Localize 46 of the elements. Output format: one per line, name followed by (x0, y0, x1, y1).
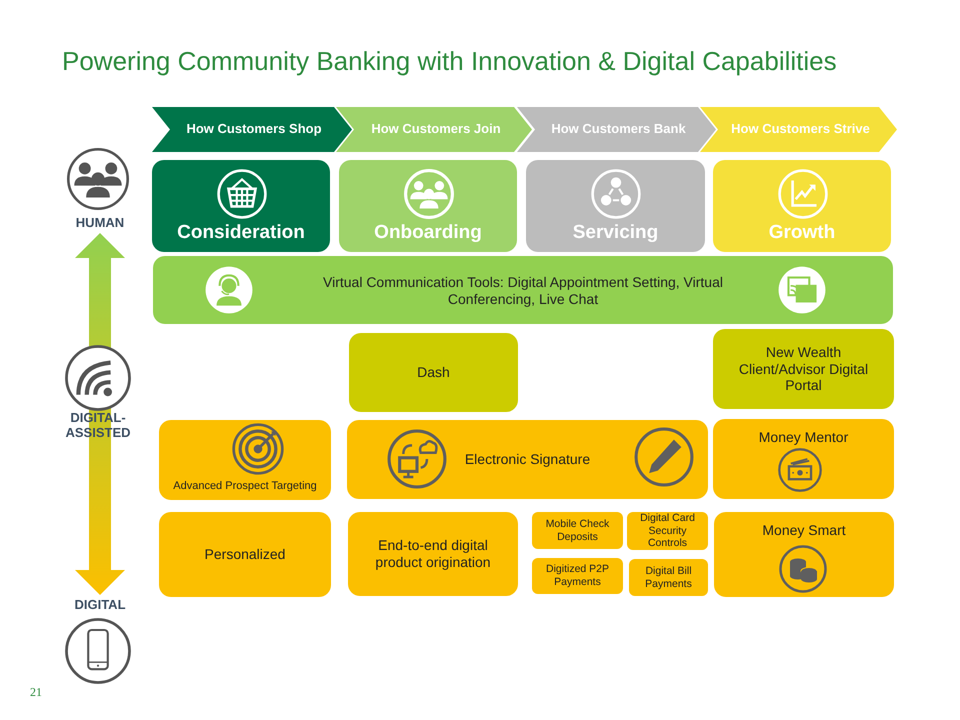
feature-label: Digital Card Security Controls (639, 512, 696, 550)
feature-label: Electronic Signature (464, 451, 592, 468)
scale-label: DIGITAL (73, 598, 127, 613)
chevron-step (336, 107, 532, 152)
feature-box (532, 512, 623, 549)
stage-tile (526, 160, 705, 252)
feature-label: Growth (768, 222, 836, 245)
feature-label: Mobile Check Deposits (544, 518, 610, 544)
feature-label: Servicing (572, 222, 660, 245)
feature-box (348, 512, 518, 596)
feature-label: Digital Bill Payments (644, 564, 693, 590)
feature-box (629, 559, 708, 596)
feature-box (159, 512, 331, 597)
feature-box (153, 256, 893, 324)
feature-box (349, 333, 518, 412)
step-label: How Customers Strive (730, 122, 871, 137)
feature-box (532, 558, 623, 594)
stage-tile (152, 160, 330, 252)
feature-label: Personalized (204, 546, 286, 563)
chevron-step (700, 107, 897, 152)
feature-box (713, 329, 894, 409)
chevron-step (152, 107, 352, 152)
feature-label: Virtual Communication Tools: Digital Appointment Setting, Virtual Conferencing, Live Chat (322, 274, 724, 308)
feature-label: Digitized P2P Payments (544, 563, 610, 589)
stage-tile (339, 160, 517, 252)
step-label: How Customers Join (370, 122, 502, 137)
chevron-step (517, 107, 716, 152)
feature-label: Money Mentor (758, 429, 850, 446)
step-label: How Customers Bank (550, 122, 687, 137)
feature-box (713, 419, 894, 499)
feature-label: Consideration (176, 222, 306, 245)
feature-box (627, 512, 708, 550)
feature-label: Onboarding (373, 222, 483, 245)
feature-label: Dash (416, 364, 451, 381)
feature-label: New Wealth Client/Advisor Digital Portal (738, 344, 870, 394)
feature-box (159, 420, 331, 500)
stage-tile (713, 160, 891, 252)
feature-label: Advanced Prospect Targeting (172, 480, 318, 494)
feature-label: End-to-end digital product origination (374, 537, 492, 571)
feature-label: Money Smart (761, 522, 847, 539)
title: Powering Community Banking with Innovation & Digital Capabilities (62, 46, 837, 77)
step-label: How Customers Shop (185, 122, 323, 137)
feature-box (347, 420, 708, 499)
page-number: 21 (30, 686, 43, 700)
scale-label: HUMAN (74, 216, 126, 231)
feature-box (714, 512, 894, 597)
